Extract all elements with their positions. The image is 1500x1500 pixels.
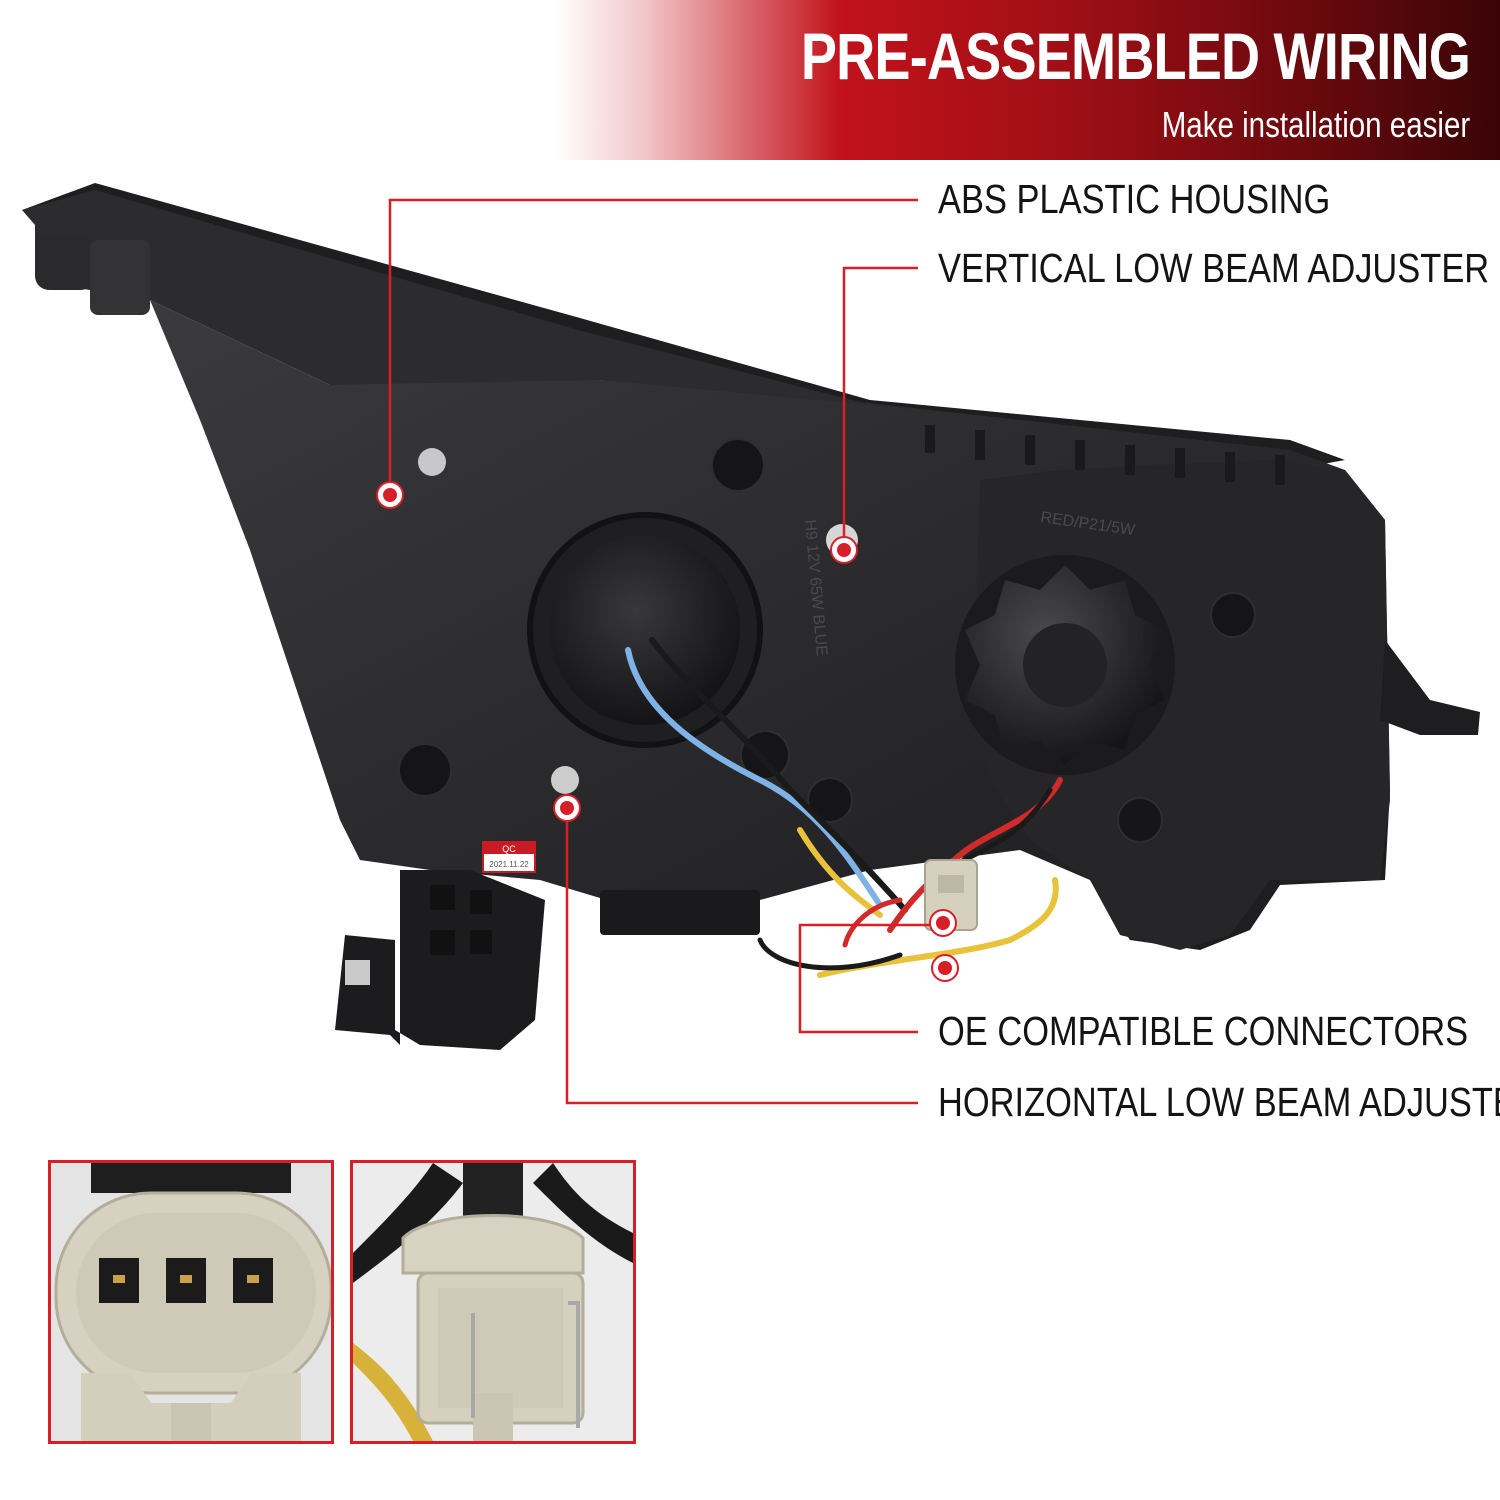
- qc-text: QC: [502, 844, 516, 854]
- left-mounting-tab: [35, 235, 150, 315]
- low-beam-dust-cap: [527, 512, 763, 748]
- callout-dots: [376, 481, 959, 982]
- qc-sticker: QC 2021.11.22: [482, 841, 536, 873]
- inset-bulb-socket-connector: [350, 1160, 636, 1444]
- callout-vertical-low-beam-adjuster: VERTICAL LOW BEAM ADJUSTER: [938, 245, 1490, 291]
- header-banner: PRE-ASSEMBLED WIRING Make installation e…: [0, 0, 1500, 160]
- turn-signal-socket: [955, 555, 1175, 775]
- banner-subtitle: Make installation easier: [1161, 104, 1470, 145]
- lower-mounting-bracket: [335, 870, 545, 1050]
- inset-three-pin-connector: [48, 1160, 334, 1444]
- bulb-socket-connector-icon: [353, 1163, 633, 1441]
- lower-vents: [600, 890, 760, 935]
- banner-title: PRE-ASSEMBLED WIRING: [800, 19, 1471, 93]
- right-side-bracket: [1380, 640, 1480, 735]
- callout-oe-compatible-connectors: OE COMPATIBLE CONNECTORS: [938, 1008, 1469, 1054]
- callout-horizontal-low-beam-adjuster: HORIZONTAL LOW BEAM ADJUSTER: [938, 1079, 1500, 1125]
- qc-date: 2021.11.22: [489, 860, 529, 869]
- wiring-harness: [625, 637, 1063, 978]
- three-pin-connector-icon: [51, 1163, 331, 1441]
- housing-ribs: [925, 425, 1285, 485]
- screw-posts: [398, 438, 1256, 843]
- callout-lines: [388, 198, 943, 1105]
- callout-abs-plastic-housing: ABS PLASTIC HOUSING: [938, 176, 1331, 222]
- headlight-illustration: QC 2021.11.22 H9 12V 65W BLUE RED/P21/5W: [22, 183, 1480, 1105]
